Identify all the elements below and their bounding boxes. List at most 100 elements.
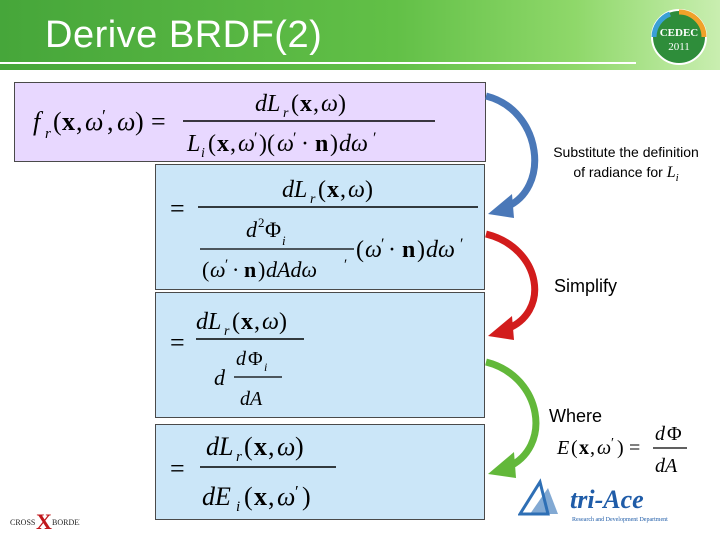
svg-text:ω: ω xyxy=(277,131,294,157)
svg-text:L: L xyxy=(186,131,200,157)
irradiance-definition-equation: E ( x , ω ′ ) = d Φ dA xyxy=(556,423,687,477)
svg-text:(: ( xyxy=(571,437,578,459)
svg-text:ω: ω xyxy=(277,482,295,511)
svg-text:′: ′ xyxy=(102,106,106,126)
simplify-arrowhead xyxy=(488,316,514,340)
svg-text:dA: dA xyxy=(240,388,263,410)
where-note: Where xyxy=(549,406,603,426)
svg-text:i: i xyxy=(264,360,267,374)
svg-text:n: n xyxy=(402,237,415,263)
svg-text:=: = xyxy=(151,107,166,136)
svg-text:x: x xyxy=(241,309,253,335)
cedec-logo: CEDEC 2011 xyxy=(651,9,707,65)
svg-text:n: n xyxy=(244,257,256,282)
result-equation: = dL r ( x , ω ) dE i ( x , ω ′ ) xyxy=(170,432,336,515)
svg-text:=: = xyxy=(170,194,185,223)
svg-text:(: ( xyxy=(202,257,209,282)
svg-text:x: x xyxy=(62,107,75,136)
svg-text:x: x xyxy=(217,131,229,157)
svg-text:): ) xyxy=(365,177,373,203)
svg-text:′: ′ xyxy=(460,236,464,253)
svg-text:r: r xyxy=(236,449,242,465)
svg-text:r: r xyxy=(45,126,51,142)
svg-text:dL: dL xyxy=(255,91,280,117)
svg-text:i: i xyxy=(201,146,205,161)
svg-text:): ) xyxy=(338,91,346,117)
svg-text:ω: ω xyxy=(365,237,382,263)
svg-text:r: r xyxy=(310,192,316,207)
svg-text:x: x xyxy=(254,482,267,511)
svg-text:i: i xyxy=(282,233,286,248)
svg-text:dω: dω xyxy=(339,131,368,157)
where-arrowhead xyxy=(488,452,516,478)
substitute-arrowhead xyxy=(488,194,514,218)
svg-text:r: r xyxy=(283,106,289,121)
svg-text:′: ′ xyxy=(254,130,258,147)
cedec-logo-year: 2011 xyxy=(668,41,690,53)
svg-text:,: , xyxy=(313,91,319,117)
svg-text:x: x xyxy=(300,91,312,117)
svg-text:ω: ω xyxy=(210,257,226,282)
cross-border-logo: CROSS X BORDER xyxy=(10,509,80,534)
svg-text:): ) xyxy=(279,309,287,335)
svg-text:,: , xyxy=(107,107,114,136)
svg-text:n: n xyxy=(315,131,328,157)
svg-text:i: i xyxy=(236,499,240,515)
result-box: = dL r ( x , ω ) dE i ( x , ω ′ ) xyxy=(155,424,485,520)
substitution-equation: = dL r ( x , ω ) d 2 Φ i ( ω ′ · n ) dAd… xyxy=(170,177,478,282)
triace-name: tri-Ace xyxy=(570,485,644,514)
svg-text:(: ( xyxy=(232,309,240,335)
svg-text:,: , xyxy=(268,432,275,461)
svg-text:r: r xyxy=(224,324,230,339)
svg-text:): ) xyxy=(295,432,304,461)
substitute-note-text: of radiance for xyxy=(573,164,663,180)
where-arrow xyxy=(485,358,540,472)
svg-text:(: ( xyxy=(244,432,253,461)
svg-text:,: , xyxy=(254,309,260,335)
svg-text:,: , xyxy=(230,131,236,157)
svg-text:,: , xyxy=(340,177,346,203)
title-bar xyxy=(0,0,720,70)
brdf-definition-box: f r ( x , ω ′ , ω ) = dL r ( x , ω ) L i… xyxy=(14,82,486,162)
svg-text:·: · xyxy=(232,257,239,282)
substitute-note-line1: Substitute the definition xyxy=(553,144,699,160)
svg-text:): ) xyxy=(258,257,265,282)
svg-text:=: = xyxy=(170,454,185,483)
simplified-equation: = dL r ( x , ω ) d d Φ i dA xyxy=(170,309,304,410)
svg-text:ω: ω xyxy=(321,91,338,117)
substitute-arrow xyxy=(485,92,539,212)
triace-subtitle: Research and Development Department xyxy=(572,517,668,523)
svg-text:): ) xyxy=(135,107,144,136)
page-title: Derive BRDF(2) xyxy=(45,14,323,56)
svg-text:Φ: Φ xyxy=(248,348,263,370)
svg-text:): ) xyxy=(417,237,425,263)
svg-text:·: · xyxy=(301,131,309,157)
triace-logo: tri-Ace Research and Development Departm… xyxy=(518,478,668,523)
svg-text:′: ′ xyxy=(225,257,228,273)
svg-text:ω: ω xyxy=(277,432,295,461)
svg-text:,: , xyxy=(268,482,275,511)
svg-text:ω: ω xyxy=(117,107,135,136)
svg-text:d: d xyxy=(655,423,666,445)
svg-text:,: , xyxy=(590,437,595,459)
svg-text:): ) xyxy=(617,437,624,459)
svg-text:·: · xyxy=(388,237,396,263)
svg-text:dAdω: dAdω xyxy=(266,257,317,282)
step-arrows xyxy=(485,92,540,478)
svg-text:ω: ω xyxy=(262,309,279,335)
svg-text:2: 2 xyxy=(258,215,265,230)
substitute-note-line2: of radiance for Li xyxy=(540,162,712,188)
svg-text:ω: ω xyxy=(238,131,255,157)
svg-text:x: x xyxy=(254,432,267,461)
svg-text:=: = xyxy=(170,328,185,357)
radiance-subscript: i xyxy=(675,171,679,184)
simplified-box: = dL r ( x , ω ) d d Φ i dA xyxy=(155,292,485,418)
radiance-symbol: L xyxy=(666,164,676,181)
svg-text:(: ( xyxy=(53,107,62,136)
svg-text:(: ( xyxy=(208,131,216,157)
svg-text:′: ′ xyxy=(295,482,299,501)
substitute-note: Substitute the definition of radiance fo… xyxy=(540,142,712,188)
svg-text:dω: dω xyxy=(426,237,455,263)
svg-text:x: x xyxy=(579,437,589,459)
svg-text:dL: dL xyxy=(282,177,307,203)
